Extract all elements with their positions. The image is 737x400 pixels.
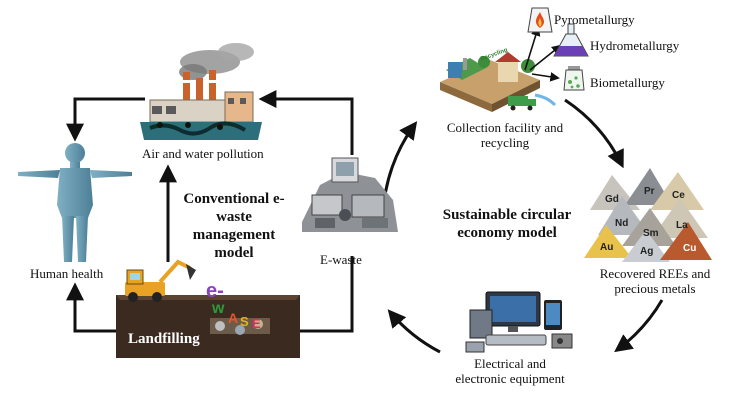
metal-pr: Pr xyxy=(644,186,655,197)
recycling-truck-icon xyxy=(508,96,528,106)
landfill-illustration xyxy=(116,259,300,358)
recovered-line-2: precious metals xyxy=(614,281,696,296)
label-collection: Collection facility and recycling xyxy=(430,120,580,150)
pile-ag xyxy=(622,230,670,262)
circular-line-1: Sustainable circular xyxy=(442,207,572,223)
recovered-line-1: Recovered REEs and xyxy=(599,266,711,281)
metal-cu: Cu xyxy=(683,243,697,254)
label-conventional-model: Conventional e- waste management model xyxy=(175,190,293,262)
ewaste-letter-e2: E xyxy=(252,316,261,331)
pile-nd xyxy=(598,196,650,235)
pile-gd xyxy=(590,175,640,210)
arrow-ewaste-to-pollution xyxy=(258,90,354,155)
human-figure xyxy=(18,143,132,262)
label-landfilling: Landfilling xyxy=(128,331,200,347)
arc-equipment-to-ewaste xyxy=(387,309,441,354)
recovered-metals-illustration xyxy=(584,168,712,262)
label-hydrometallurgy: Hydrometallurgy xyxy=(590,38,680,53)
label-air-water-pollution: Air and water pollution xyxy=(142,146,264,161)
circular-line-2: economy model xyxy=(457,225,557,241)
conventional-line-1: Conventional e- xyxy=(183,191,285,207)
metal-nd: Nd xyxy=(615,218,629,229)
metal-la: La xyxy=(676,220,688,231)
ewaste-letter-w: w xyxy=(212,300,225,317)
ewaste-letter-a: A xyxy=(228,310,239,326)
conventional-line-2: waste xyxy=(216,209,252,225)
electronic-equipment-illustration xyxy=(465,291,573,353)
hydrometallurgy-icon xyxy=(553,23,589,57)
arc-recovered-to-equipment xyxy=(614,299,664,353)
pile-cu xyxy=(660,222,712,260)
label-circular-model: Sustainable circular economy model xyxy=(432,206,582,242)
metallurgy-icons xyxy=(524,7,589,91)
pile-la xyxy=(652,198,708,238)
collection-line-1: Collection facility and xyxy=(446,120,564,135)
pile-sm xyxy=(622,208,676,246)
label-biometallurgy: Biometallurgy xyxy=(590,75,665,90)
arrow-pollution-to-human xyxy=(66,97,145,142)
label-equipment: Electrical and electronic equipment xyxy=(440,356,580,386)
equipment-line-1: Electrical and xyxy=(474,356,546,371)
conventional-arrows xyxy=(66,90,354,340)
label-recovered: Recovered REEs and precious metals xyxy=(585,266,725,296)
ewaste-letter-s: S xyxy=(240,314,249,329)
factory-illustration xyxy=(140,43,262,140)
pile-au xyxy=(584,225,632,258)
metal-ag: Ag xyxy=(640,246,654,257)
label-human-health: Human health xyxy=(30,266,104,281)
conventional-line-3: management xyxy=(192,227,276,243)
pile-ce xyxy=(650,172,704,210)
metal-gd: Gd xyxy=(605,194,619,205)
equipment-line-2: electronic equipment xyxy=(455,371,565,386)
ewaste-pile-illustration xyxy=(302,157,398,232)
ewaste-letter-e: e- xyxy=(206,280,224,302)
arc-collection-to-recovered xyxy=(564,98,624,169)
conventional-line-4: model xyxy=(214,245,254,261)
metal-sm: Sm xyxy=(643,228,659,239)
human-head xyxy=(65,143,85,163)
human-body xyxy=(57,168,93,218)
label-e-waste: E-waste xyxy=(320,252,362,267)
arrow-landfill-to-human xyxy=(66,282,123,333)
metal-au: Au xyxy=(600,242,614,253)
biometallurgy-icon xyxy=(563,66,585,91)
collection-line-2: recycling xyxy=(480,135,530,150)
arrow-ewaste-to-landfill xyxy=(271,256,354,340)
pile-pr xyxy=(625,168,672,205)
metal-ce: Ce xyxy=(672,190,685,201)
label-pyrometallurgy: Pyrometallurgy xyxy=(554,12,635,27)
pyrometallurgy-icon xyxy=(527,7,553,33)
excavator-icon xyxy=(125,259,196,302)
collection-facility-illustration xyxy=(440,52,557,112)
landfill-soil xyxy=(116,295,300,358)
